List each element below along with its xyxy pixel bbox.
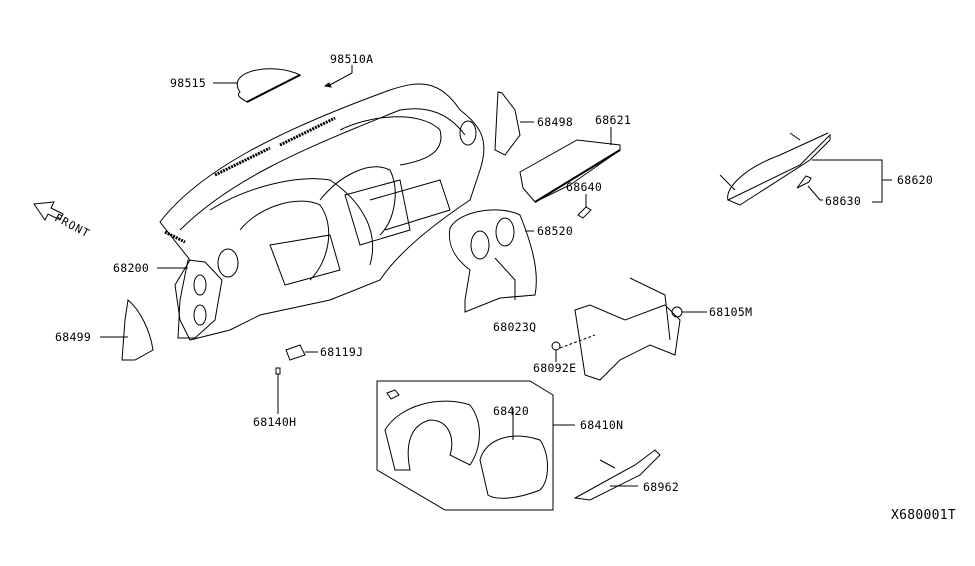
part-label-68119J[interactable]: 68119J [320,345,364,359]
part-68620-shape [719,132,892,206]
part-68105M-shape [551,277,707,381]
part-label-68640[interactable]: 68640 [566,180,603,194]
part-68640-shape [577,194,592,219]
part-label-68620[interactable]: 68620 [897,173,934,187]
part-label-68630[interactable]: 68630 [825,194,862,208]
part-68410N-box [376,380,575,511]
part-98515-shape [213,68,302,103]
part-label-98510A[interactable]: 98510A [330,52,374,66]
part-label-98515[interactable]: 98515 [170,76,207,90]
part-label-68410N[interactable]: 68410N [580,418,624,432]
part-label-68499[interactable]: 68499 [55,330,92,344]
front-arrow-icon [33,201,64,221]
part-label-68092E[interactable]: 68092E [533,361,577,375]
part-label-68023Q[interactable]: 68023Q [493,320,537,334]
diagram-code: X680001T [891,508,957,523]
part-label-68962[interactable]: 68962 [643,480,680,494]
part-label-68105M[interactable]: 68105M [709,305,753,319]
part-68140H-shape [275,367,281,414]
part-68200-shape [157,83,485,341]
part-68119J-shape [285,344,318,361]
part-68621-shape [519,127,621,203]
part-98510A-leader [323,65,353,88]
part-label-68621[interactable]: 68621 [595,113,632,127]
part-68520-shape [448,209,537,313]
part-68499-shape [100,299,154,361]
part-label-68520[interactable]: 68520 [537,224,574,238]
part-68962-shape [573,449,661,501]
part-label-68140H[interactable]: 68140H [253,415,297,429]
part-label-68200[interactable]: 68200 [113,261,150,275]
part-label-68498[interactable]: 68498 [537,115,574,129]
part-68498-shape [494,91,534,156]
part-label-68420[interactable]: 68420 [493,404,530,418]
